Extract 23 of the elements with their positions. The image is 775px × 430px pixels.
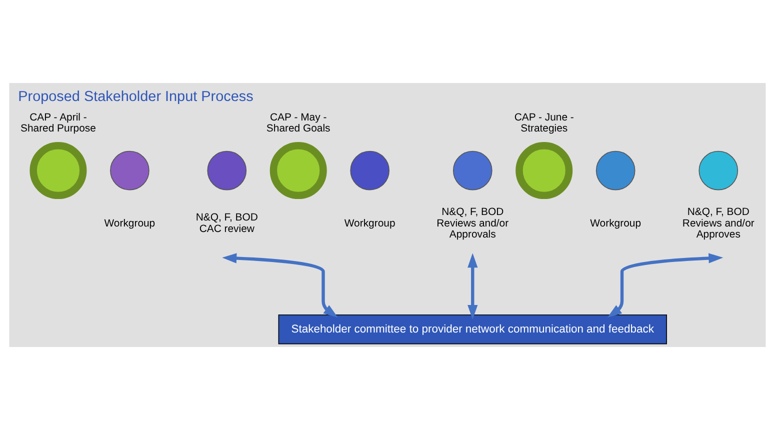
arrow <box>468 253 478 320</box>
arrow <box>222 253 338 318</box>
node-ring <box>270 142 327 200</box>
node-label: CAP - June - Strategies <box>514 112 574 135</box>
node-label: N&Q, F, BOD CAC review <box>196 212 258 235</box>
node-label: CAP - April - Shared Purpose <box>20 112 96 135</box>
node-ring <box>516 142 573 200</box>
node-circle <box>350 150 390 190</box>
node-label: Workgroup <box>590 218 642 230</box>
node-label: CAP - May - Shared Goals <box>266 112 330 135</box>
node-box: Stakeholder committee to provider network communication and feedback <box>278 314 667 344</box>
node-circle <box>207 150 247 190</box>
node-circle <box>698 150 738 190</box>
node-label: N&Q, F, BOD Reviews and/or Approves <box>682 207 754 241</box>
node-label: Workgroup <box>344 218 396 230</box>
node-label: Workgroup <box>104 218 156 230</box>
arrow <box>607 253 724 318</box>
diagram-title: Proposed Stakeholder Input Process <box>18 88 254 105</box>
node-label: N&Q, F, BOD Reviews and/or Approvals <box>436 207 509 241</box>
node-circle <box>596 150 636 190</box>
node-circle <box>452 150 492 190</box>
node-ring <box>30 142 87 200</box>
node-circle <box>110 150 150 190</box>
